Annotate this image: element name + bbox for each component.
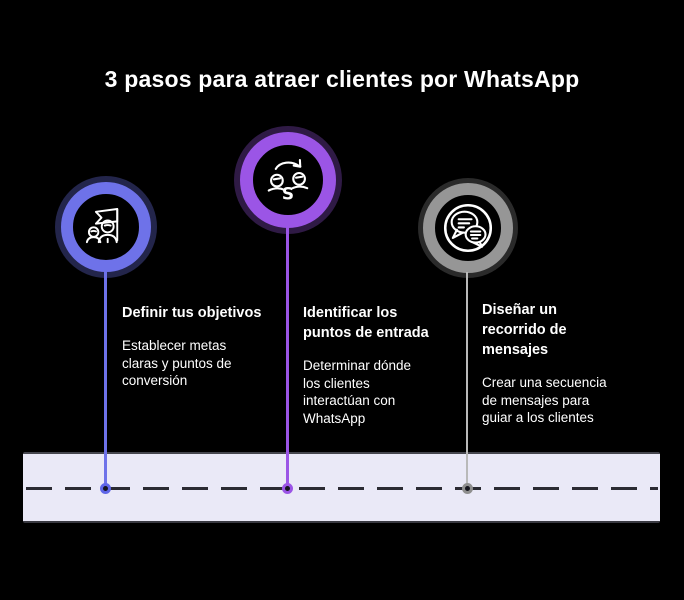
team-goal-flag-icon — [85, 208, 119, 244]
step-2-circle: S — [240, 132, 336, 228]
step-2-heading: Identificar los puntos de entrada — [303, 305, 429, 341]
timeline-dashed-line — [26, 487, 658, 490]
step-1-heading: Definir tus objetivos — [122, 305, 262, 321]
svg-text:S: S — [282, 183, 294, 203]
step-1-body: Establecer metas claras y puntos de conv… — [122, 338, 232, 388]
step-2-body: Determinar dónde los clientes interactúa… — [303, 358, 412, 426]
step-3-connector-line — [466, 272, 468, 489]
chat-messages-icon — [443, 203, 493, 253]
timeline-dot-1 — [100, 483, 111, 494]
customers-exchange-icon: S — [267, 159, 309, 203]
step-3-heading: Diseñar un recorrido de mensajes — [482, 302, 567, 358]
timeline-dot-2 — [282, 483, 293, 494]
step-3-body: Crear una secuencia de mensajes para gui… — [482, 375, 607, 425]
step-2-text-block: Identificar los puntos de entrada Determ… — [303, 303, 463, 427]
step-1-circle — [61, 182, 151, 272]
step-1-text-block: Definir tus objetivos Establecer metas c… — [122, 303, 294, 390]
step-3-circle — [423, 183, 513, 273]
step-2-connector-line — [286, 227, 289, 489]
timeline-dot-3 — [462, 483, 473, 494]
step-3-text-block: Diseñar un recorrido de mensajes Crear u… — [482, 300, 654, 427]
page-title: 3 pasos para atraer clientes por WhatsAp… — [104, 66, 580, 93]
step-1-connector-line — [104, 271, 107, 489]
